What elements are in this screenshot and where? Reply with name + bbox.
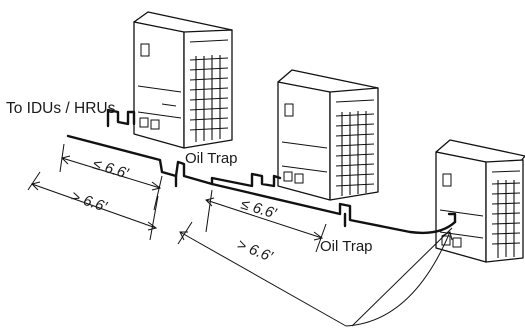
dim-gt-label-2: > 6.6′	[235, 236, 276, 266]
to-idus-label: To IDUs / HRUs	[6, 100, 116, 117]
riser-unit-1	[106, 108, 136, 128]
outdoor-unit-2-icon	[277, 69, 379, 201]
outdoor-unit-3-icon	[435, 139, 525, 263]
dim-le-label-1: ≤ 6.6′	[91, 156, 132, 183]
oil-trap-label-2: Oil Trap	[320, 238, 373, 255]
dim-gt-label-1: > 6.6′	[69, 188, 110, 216]
riser-unit-2	[210, 172, 282, 188]
riser-unit-3	[447, 212, 457, 224]
outdoor-unit-1-icon	[133, 11, 233, 149]
dim-le-label-2: ≤ 6.6′	[239, 196, 280, 223]
dimension-lines	[27, 143, 453, 327]
main-pipe	[66, 134, 457, 235]
oil-trap-label-1: Oil Trap	[185, 150, 238, 167]
